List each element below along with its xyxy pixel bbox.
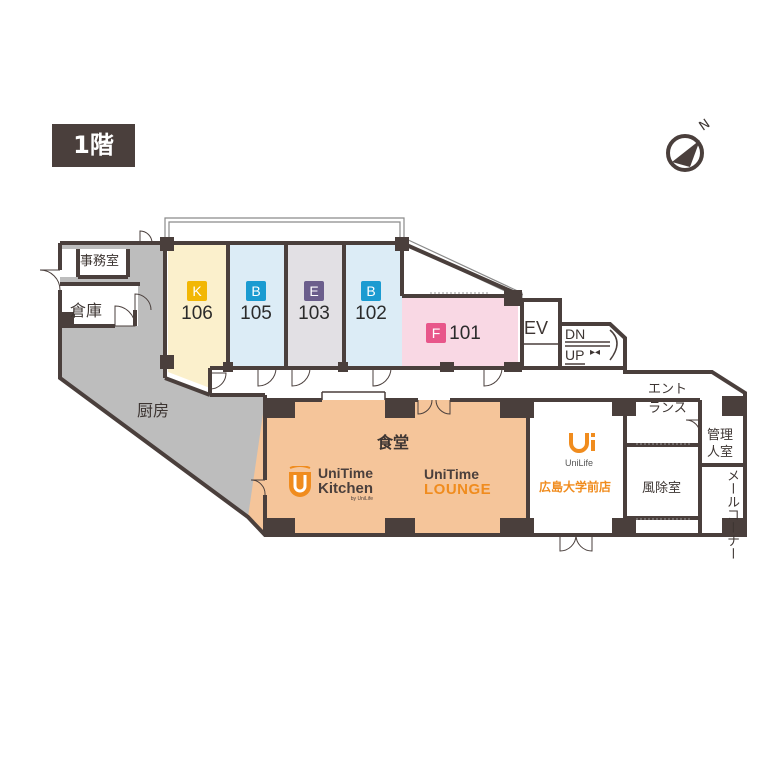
stairs-up-label: UP: [565, 347, 585, 363]
lounge-brand-top: UniTime: [424, 466, 479, 482]
elevator-label: EV: [524, 318, 549, 338]
unit-102-area: [344, 243, 402, 368]
unit-102-tag: B: [361, 281, 381, 301]
kitchen-label: 厨房: [137, 401, 170, 420]
office-room: [78, 249, 128, 277]
doors: [39, 230, 701, 552]
shop-name: 広島大学前店: [539, 480, 612, 494]
kitchen-brand-bottom: Kitchen: [318, 480, 374, 497]
entrance-label-1: エント: [648, 382, 688, 397]
unit-101-area: [402, 296, 518, 368]
unit-106-area: [168, 243, 228, 388]
mail-corner-label: メールコーナー: [724, 469, 739, 560]
thin-lines: [321, 329, 618, 400]
unit-103-area: [286, 243, 344, 368]
unilife-logo-icon: [566, 430, 600, 454]
kitchen-brand: UniTime Kitchen by UniLife: [318, 465, 374, 503]
windbreak-label: 風除室: [642, 481, 682, 496]
dining-area: [248, 400, 528, 535]
unit-105-number: 105: [240, 303, 272, 324]
management-label-2: 人室: [707, 445, 734, 460]
unilife-logo-text: UniLife: [565, 458, 594, 468]
kitchen-brand-top: UniTime: [318, 465, 373, 481]
unit-106-tag: K: [187, 281, 207, 301]
dining-label: 食堂: [377, 433, 410, 452]
unit-101-number: 101: [449, 323, 481, 344]
kitchen-logo-icon: [286, 465, 314, 500]
north-compass-icon: [666, 134, 704, 172]
arrow-icon: ▸◂: [590, 347, 601, 358]
pillars: [60, 237, 746, 536]
entrance-label-2: ランス: [648, 401, 687, 416]
lounge-brand-bottom: LOUNGE: [424, 481, 492, 498]
unit-101-tag: F: [426, 323, 446, 343]
floor-label: 1階: [52, 124, 135, 167]
kitchen-brand-sub: by UniLife: [350, 496, 374, 502]
management-label-1: 管理: [707, 428, 734, 443]
stairs-down-label: DN: [565, 326, 586, 342]
unit-105-area: [228, 243, 286, 368]
unit-106-number: 106: [181, 303, 213, 324]
unit-103-number: 103: [298, 303, 330, 324]
unit-105-tag: B: [246, 281, 266, 301]
unit-102-number: 102: [355, 303, 387, 324]
unit-103-tag: E: [304, 281, 324, 301]
storage-label: 倉庫: [70, 301, 103, 320]
glass-marks: [430, 292, 690, 520]
lounge-brand: UniTime LOUNGE: [424, 466, 491, 498]
office-label: 事務室: [80, 254, 120, 269]
